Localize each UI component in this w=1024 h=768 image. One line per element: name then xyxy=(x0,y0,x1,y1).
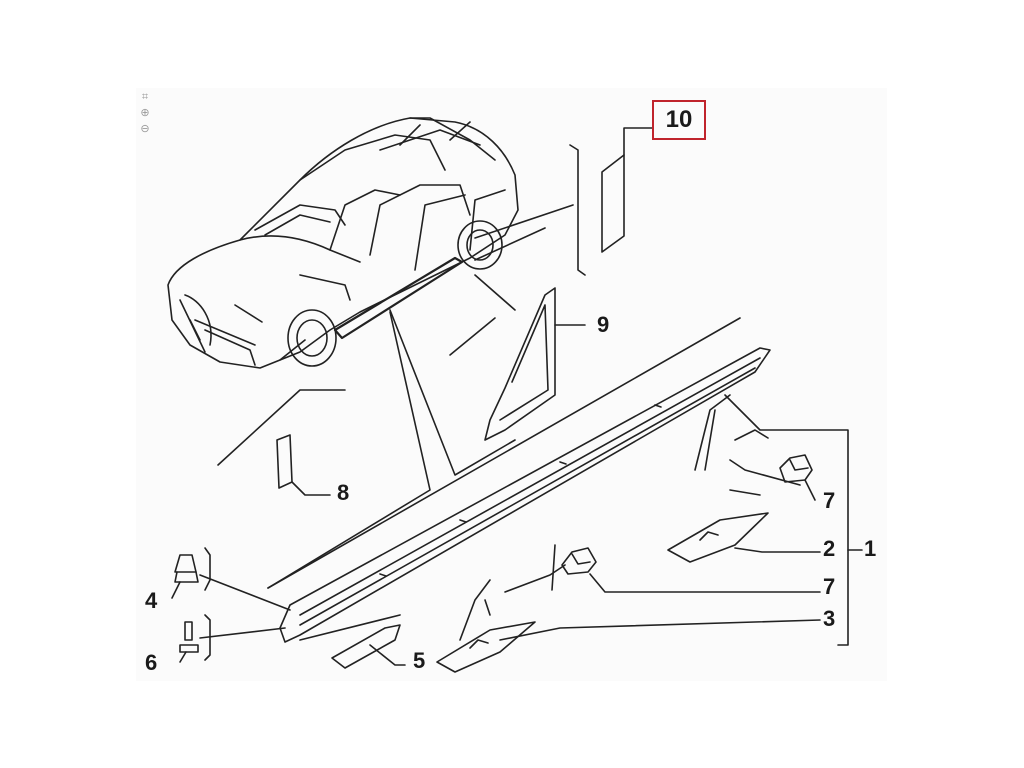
callout-1: 1 xyxy=(864,536,877,561)
callout-4: 4 xyxy=(145,588,158,613)
part-7-clip-upper xyxy=(779,454,813,483)
diagram-canvas xyxy=(136,88,887,681)
part-4-fastener xyxy=(174,554,197,573)
part-7-clip-lower xyxy=(561,547,597,575)
part-2-clip xyxy=(667,512,769,563)
part-5-strip xyxy=(331,624,401,669)
part-9-trim xyxy=(484,287,556,441)
part-1-sill xyxy=(279,347,771,643)
callout-10-highlighted[interactable]: 10 xyxy=(652,100,706,140)
callout-9: 9 xyxy=(597,312,610,337)
part-3-clip xyxy=(436,621,536,673)
zoom-in-icon[interactable]: ⊕ xyxy=(140,107,150,119)
part-6-screw xyxy=(184,621,193,641)
callout-7-upper: 7 xyxy=(823,488,836,513)
callout-3: 3 xyxy=(823,606,836,631)
callout-8: 8 xyxy=(337,480,350,505)
part-10-trim xyxy=(601,154,625,253)
callout-6: 6 xyxy=(145,650,158,675)
car-sill-highlight xyxy=(333,256,464,340)
callout-5: 5 xyxy=(413,648,426,673)
callout-2: 2 xyxy=(823,536,836,561)
fit-page-icon[interactable]: ⌗ xyxy=(141,91,149,103)
zoom-out-icon[interactable]: ⊖ xyxy=(140,123,150,135)
callout-7-lower: 7 xyxy=(823,574,836,599)
car-illustration xyxy=(167,117,519,369)
part-8-trim xyxy=(276,434,293,489)
